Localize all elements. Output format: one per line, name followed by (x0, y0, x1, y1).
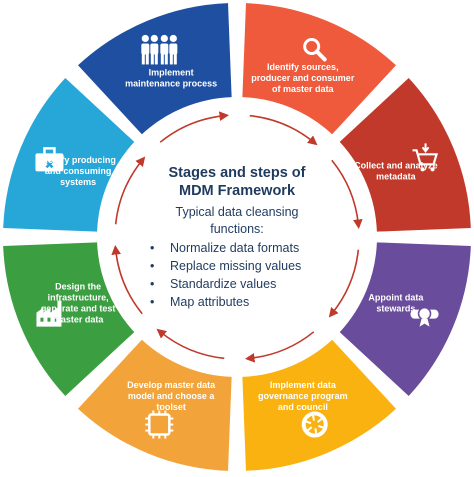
cycle-arrows (111, 111, 363, 363)
stage-label-line: maintenance process (125, 79, 217, 89)
stage-label-line: generate and test (41, 303, 116, 313)
stage-segment-shape (242, 339, 396, 471)
bullet-item: Map attributes (170, 295, 249, 309)
center-panel: Stages and steps of MDM Framework Typica… (150, 165, 306, 309)
stage-label-line: Identify sources, (267, 62, 339, 72)
bullet-item: Standardize values (170, 277, 276, 291)
stage-label-line: governance program (258, 391, 348, 401)
stage-label-line: and consuming (45, 166, 112, 176)
toolbox-icon (35, 147, 64, 172)
cycle-arrow (331, 159, 363, 230)
cycle-arrow (328, 249, 360, 318)
stage-label-line: Collect and analyze (354, 161, 438, 171)
bullet-list: • Normalize data formats • Replace missing … (150, 241, 301, 309)
stage-segment-shape (3, 78, 135, 232)
center-intro-line-2: functions: (210, 222, 264, 236)
bullet-item: Replace missing values (170, 259, 301, 273)
stage-segment-shape (3, 242, 135, 396)
stage-segment-shape (78, 3, 232, 135)
magnifier-icon (303, 37, 327, 62)
cycle-arrow (249, 114, 318, 146)
stage-label-line: systems (60, 177, 96, 187)
center-title-line-2: MDM Framework (179, 183, 296, 199)
stage-label-line: toolset (156, 402, 186, 412)
people-icon (141, 34, 178, 65)
cycle-arrow (114, 156, 146, 225)
chip-icon (145, 410, 174, 439)
cycle-arrow (156, 328, 225, 360)
bullet-item: Normalize data formats (170, 241, 299, 255)
stage-label-line: Implement data (270, 380, 337, 390)
stage-label-line: metadata (376, 172, 417, 182)
stage-segment-shape (242, 3, 396, 135)
stage-label-line: producer and consumer (251, 73, 355, 83)
factory-icon (36, 300, 62, 327)
stage-segment-shape (339, 242, 471, 396)
aperture-icon (301, 411, 328, 438)
stage-label-line: and council (278, 402, 328, 412)
certificate-icon (410, 306, 439, 327)
cycle-arrow (244, 331, 315, 363)
stage-segment-shape (78, 339, 232, 471)
stage-label-line: of master data (272, 84, 335, 94)
stage-label-line: stewards (376, 303, 415, 313)
cycle-arrow (159, 111, 230, 143)
stage-label-line: Implement (149, 68, 194, 78)
stage-segment-shape (339, 78, 471, 232)
stage-label-line: infrastructure, (48, 292, 109, 302)
center-intro-line-1: Typical data cleansing (176, 205, 299, 219)
stage-segments: Identify sources,producer and consumerof… (3, 3, 471, 471)
stage-segment: Identify sources,producer and consumerof… (242, 3, 396, 135)
bullet-marker: • (150, 277, 154, 291)
bullet-marker: • (150, 295, 154, 309)
stage-label-line: Develop master data (127, 380, 216, 390)
shopping-cart-icon (412, 143, 439, 172)
stage-label-line: master data (53, 314, 105, 324)
stage-label-line: Appoint data (368, 292, 424, 302)
stage-label-line: model and choose a (128, 391, 216, 401)
cycle-arrow (111, 244, 143, 315)
bullet-marker: • (150, 259, 154, 273)
center-title-line-1: Stages and steps of (169, 165, 306, 181)
bullet-marker: • (150, 241, 154, 255)
stage-label-line: Modify producing (40, 155, 116, 165)
stage-label-line: Design the (55, 281, 101, 291)
